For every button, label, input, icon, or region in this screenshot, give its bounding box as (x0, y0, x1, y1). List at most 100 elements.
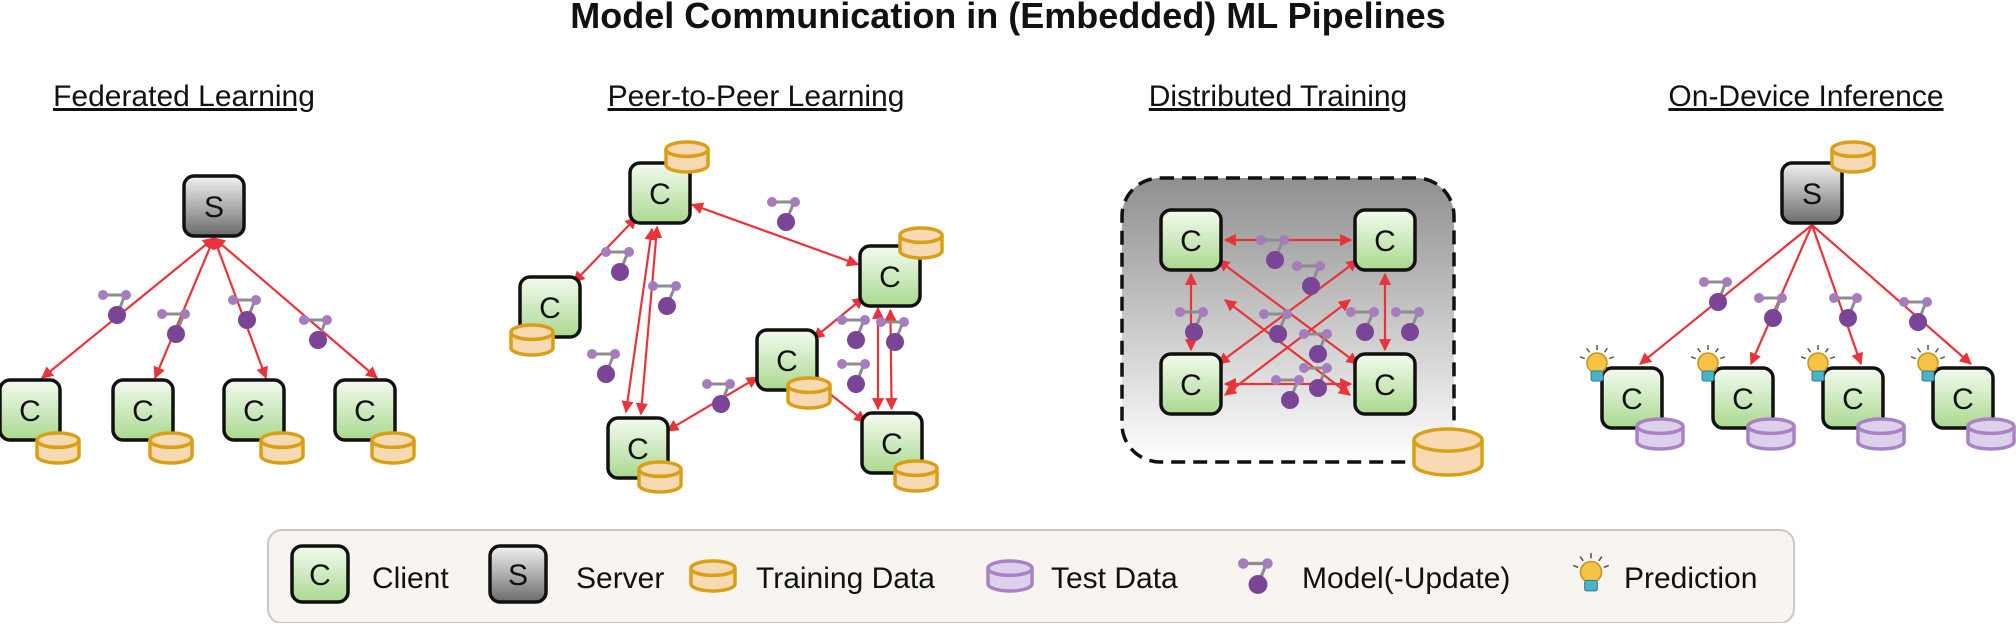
client-box (1600, 366, 1664, 430)
legend-test-data-icon (986, 559, 1034, 593)
legend-label-prediction: Prediction (1624, 562, 1757, 595)
dt-arrow-8 (1224, 299, 1351, 396)
p2p-model-update-icon-2 (601, 247, 634, 281)
fl-training-data-4 (370, 431, 416, 465)
p2p-arrow-1 (690, 202, 860, 267)
server-label: S (508, 559, 528, 592)
odi-training-data (1830, 140, 1876, 174)
client-box (111, 378, 175, 442)
odi-arrow-1 (1639, 224, 1813, 365)
client-box (0, 378, 62, 442)
legend-label-client: Client (372, 562, 449, 595)
client-label: C (1842, 383, 1864, 416)
client-label: C (1374, 369, 1396, 402)
odi-test-data-4 (1966, 417, 2016, 451)
odi-prediction-lightbulb-icon-3 (1800, 345, 1836, 382)
client-box (1711, 366, 1775, 430)
client-label: C (879, 261, 901, 294)
legend-label-training-data: Training Data (756, 562, 935, 595)
dt-client-node-4: C (1353, 352, 1417, 416)
p2p-training-data-a (664, 140, 710, 174)
dt-shared-training-data (1412, 427, 1484, 477)
fl-arrow-2 (153, 236, 216, 380)
client-box (333, 378, 397, 442)
fl-client-node-4: C (333, 378, 397, 442)
p2p-client-node-f: C (860, 411, 924, 475)
legend-model-update-icon (1238, 558, 1273, 594)
dt-model-update-icon-1 (1256, 235, 1289, 269)
odi-client-node-4: C (1931, 366, 1995, 430)
p2p-training-data-e (786, 376, 832, 410)
panel-heading-distributed-training: Distributed Training (1149, 80, 1407, 113)
legend-server-icon: S (488, 544, 548, 604)
odi-test-data-2 (1746, 417, 1796, 451)
dt-model-update-icon-3 (1175, 307, 1208, 341)
dt-client-node-1: C (1159, 208, 1223, 272)
panel-heading-on-device-inference: On-Device Inference (1668, 80, 1943, 113)
p2p-training-data-b (509, 323, 555, 357)
fl-server-node: S (182, 174, 246, 238)
client-label: C (1952, 383, 1974, 416)
p2p-training-data-c (637, 460, 683, 494)
client-label: C (539, 292, 561, 325)
dt-model-update-icon-5 (1299, 329, 1332, 363)
server-box (182, 174, 246, 238)
dt-model-update-icon-7 (1346, 307, 1379, 341)
client-box (290, 544, 350, 604)
server-box (1780, 161, 1844, 225)
dt-model-update-icon-4 (1259, 309, 1292, 343)
p2p-arrow-7 (884, 308, 898, 411)
server-label: S (204, 191, 224, 224)
client-label: C (776, 345, 798, 378)
fl-model-update-icon-4 (299, 315, 332, 349)
dt-model-update-icon-9 (1299, 363, 1332, 397)
fl-training-data-2 (148, 431, 194, 465)
p2p-model-update-icon-5 (702, 379, 735, 413)
legend-label-server: Server (576, 562, 664, 595)
client-box (1353, 208, 1417, 272)
dt-client-node-2: C (1353, 208, 1417, 272)
odi-server-node: S (1780, 161, 1844, 225)
client-box (1159, 352, 1223, 416)
odi-model-update-icon-4 (1899, 297, 1932, 331)
client-label: C (627, 433, 649, 466)
client-label: C (354, 395, 376, 428)
client-label: C (1374, 225, 1396, 258)
client-label: C (1732, 383, 1754, 416)
p2p-client-node-d: C (858, 244, 922, 308)
odi-client-node-3: C (1821, 366, 1885, 430)
odi-arrow-4 (1811, 224, 1972, 365)
fl-client-node-1: C (0, 378, 62, 442)
odi-model-update-icon-3 (1829, 293, 1862, 327)
client-label: C (649, 178, 671, 211)
client-box (1821, 366, 1885, 430)
p2p-model-update-icon-8 (837, 359, 870, 393)
server-label: S (1802, 178, 1822, 211)
client-box (1353, 352, 1417, 416)
client-label: C (243, 395, 265, 428)
fl-model-update-icon-2 (157, 309, 190, 343)
client-box (222, 378, 286, 442)
legend-training-data-icon (689, 559, 737, 593)
client-box (628, 161, 692, 225)
dt-model-update-icon-6 (1391, 307, 1424, 341)
dt-model-update-icon-8 (1271, 375, 1304, 409)
odi-model-update-icon-1 (1699, 277, 1732, 311)
client-box (1931, 366, 1995, 430)
legend-label-test-data: Test Data (1051, 562, 1178, 595)
p2p-model-update-icon-7 (876, 317, 909, 351)
legend-client-icon: C (290, 544, 350, 604)
fl-arrow-1 (41, 237, 215, 379)
diagram-title: Model Communication in (Embedded) ML Pip… (570, 0, 1445, 36)
p2p-training-data-f (893, 459, 939, 493)
fl-training-data-1 (35, 431, 81, 465)
p2p-arrow-8 (621, 227, 657, 414)
dt-model-update-icon-2 (1292, 261, 1325, 295)
panel-heading-federated-learning: Federated Learning (53, 80, 315, 113)
p2p-model-update-icon-4 (587, 349, 620, 383)
fl-client-node-3: C (222, 378, 286, 442)
client-label: C (132, 395, 154, 428)
client-label: C (1621, 383, 1643, 416)
